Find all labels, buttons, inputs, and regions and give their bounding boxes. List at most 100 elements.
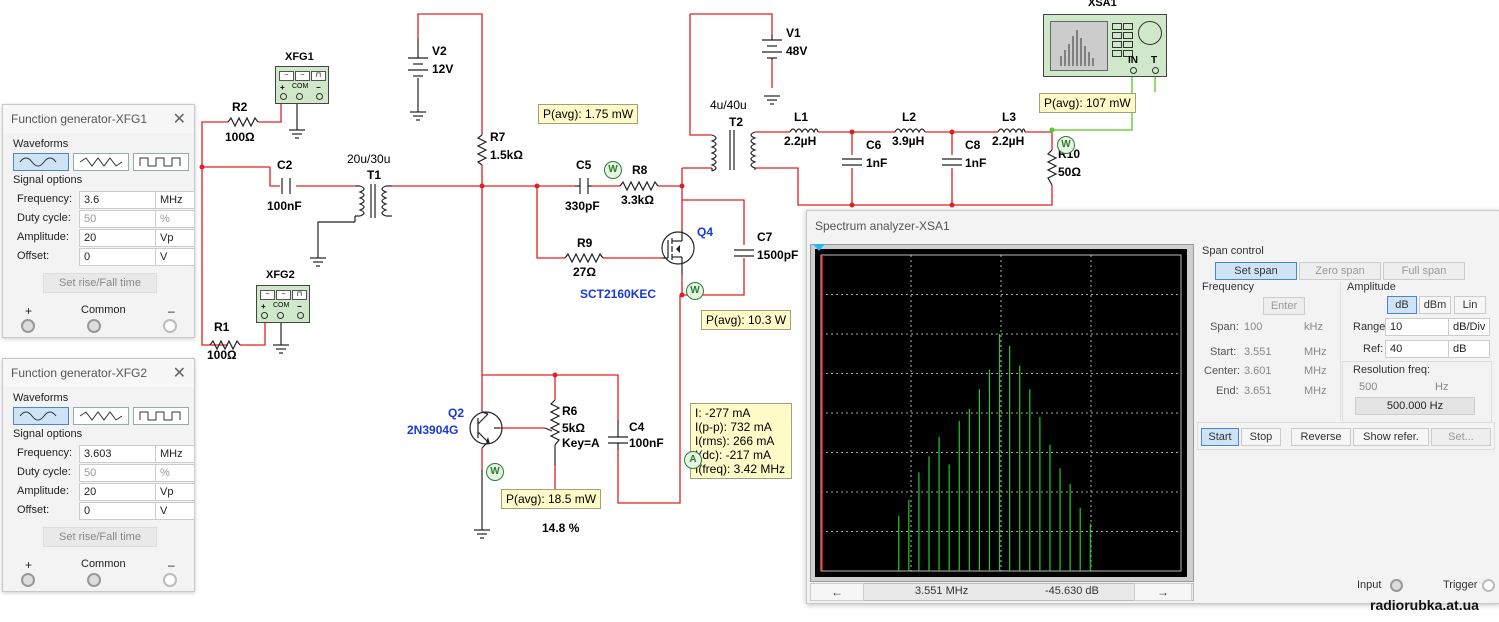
triangle-wave-button[interactable]: [73, 153, 129, 171]
full-span-button[interactable]: Full span: [1383, 262, 1465, 280]
duty-cycle-input[interactable]: 50: [79, 464, 157, 482]
plus-terminal[interactable]: [21, 319, 35, 333]
wattmeter-q2-icon[interactable]: W: [486, 463, 504, 481]
frequency-label: Frequency:: [17, 193, 73, 205]
close-icon[interactable]: ✕: [172, 111, 186, 128]
end-value[interactable]: 3.651: [1244, 385, 1272, 397]
c7-label: C7: [757, 230, 773, 244]
r8-label: R8: [632, 163, 648, 177]
xfg2-wave-icons: ~ ~ ⊓: [260, 290, 307, 300]
trigger-terminal[interactable]: [1482, 579, 1495, 592]
wattmeter-q4-icon[interactable]: W: [686, 282, 704, 300]
range-input[interactable]: 10: [1385, 318, 1449, 336]
set-rise-fall-button[interactable]: Set rise/Fall time: [43, 273, 157, 293]
xfg2-instrument[interactable]: ~ ~ ⊓ + COM −: [256, 285, 310, 323]
range-unit[interactable]: dB/Div: [1448, 318, 1490, 336]
amplitude-input[interactable]: 20: [79, 229, 157, 247]
cursor-amplitude-readout: -45.630 dB: [1045, 585, 1099, 597]
input-terminal[interactable]: [1390, 579, 1403, 592]
resolution-value[interactable]: 500: [1359, 381, 1378, 393]
q4-part: SCT2160KEC: [580, 287, 657, 301]
probe-xsa-power[interactable]: P(avg): 107 mW: [1039, 93, 1136, 113]
function-generator-xfg1-window[interactable]: Function generator-XFG1 ✕ Waveforms Sign…: [2, 104, 195, 338]
offset-input[interactable]: 0: [79, 248, 157, 266]
cursor-left-button[interactable]: ←: [810, 583, 864, 601]
minus-terminal[interactable]: [163, 573, 177, 587]
frequency-input[interactable]: 3.603: [79, 445, 157, 463]
common-terminal[interactable]: [87, 319, 101, 333]
offset-input[interactable]: 0: [79, 502, 157, 520]
frequency-unit[interactable]: MHz: [155, 445, 195, 463]
signal-options-label: Signal options: [13, 174, 83, 186]
dbm-button[interactable]: dBm: [1419, 296, 1451, 314]
frequency-unit[interactable]: MHz: [155, 191, 195, 209]
xsa1-label: XSA1: [1088, 0, 1117, 9]
enter-button[interactable]: Enter: [1263, 297, 1305, 315]
waveforms-label: Waveforms: [13, 392, 69, 404]
frequency-input[interactable]: 3.6: [79, 191, 157, 209]
c6-value: 1nF: [866, 156, 888, 170]
reverse-button[interactable]: Reverse: [1291, 428, 1351, 446]
cursor-right-button[interactable]: →: [1134, 583, 1192, 601]
amplitude-unit[interactable]: Vp: [155, 229, 195, 247]
c2-label: C2: [277, 158, 293, 172]
lin-button[interactable]: Lin: [1454, 296, 1486, 314]
span-label: Span:: [1210, 321, 1239, 333]
function-generator-xfg2-window[interactable]: Function generator-XFG2 ✕ Waveforms Sign…: [2, 358, 195, 592]
plus-terminal[interactable]: [21, 573, 35, 587]
l3-label: L3: [1002, 110, 1017, 124]
span-value[interactable]: 100: [1244, 321, 1263, 333]
resistor-r2-symbol: [227, 116, 259, 128]
amplitude-label: Amplitude: [1347, 281, 1396, 293]
amplitude-label: Amplitude:: [17, 231, 69, 243]
span-unit: kHz: [1304, 321, 1323, 333]
square-wave-button[interactable]: [133, 407, 189, 425]
probe-q4-power[interactable]: P(avg): 10.3 W: [701, 310, 792, 330]
db-button[interactable]: dB: [1387, 296, 1417, 314]
c7-value: 1500pF: [757, 248, 799, 262]
ref-unit[interactable]: dB: [1448, 340, 1490, 358]
triangle-wave-button[interactable]: [73, 407, 129, 425]
spectrum-analyzer-window[interactable]: Spectrum analyzer-XSA1 ← 3.551 MHz -45.6…: [806, 210, 1499, 604]
r7-value: 1.5kΩ: [490, 148, 523, 162]
close-icon[interactable]: ✕: [172, 365, 186, 382]
probe-current-line: I(dc): -217 mA: [695, 448, 772, 462]
offset-unit[interactable]: V: [155, 248, 195, 266]
amplitude-input[interactable]: 20: [79, 483, 157, 501]
probe-q2-power[interactable]: P(avg): 18.5 mW: [501, 489, 602, 509]
l3-value: 2.2µH: [992, 134, 1025, 148]
marker-triangle-icon[interactable]: [813, 244, 825, 251]
window-title: Function generator-XFG1: [3, 105, 194, 133]
duty-cycle-input[interactable]: 50: [79, 210, 157, 228]
sine-wave-button[interactable]: [13, 153, 69, 171]
duty-cycle-label: Duty cycle:: [17, 212, 71, 224]
minus-terminal[interactable]: [163, 319, 177, 333]
show-refer-button[interactable]: Show refer.: [1353, 428, 1429, 446]
probe-c5-power[interactable]: P(avg): 1.75 mW: [538, 104, 639, 124]
square-wave-button[interactable]: [133, 153, 189, 171]
offset-label: Offset:: [17, 504, 50, 516]
set-rise-fall-button[interactable]: Set rise/Fall time: [43, 527, 157, 547]
set-span-button[interactable]: Set span: [1215, 262, 1297, 280]
start-button[interactable]: Start: [1201, 428, 1239, 446]
offset-unit[interactable]: V: [155, 502, 195, 520]
xsa1-instrument[interactable]: IN T: [1043, 14, 1167, 77]
frequency-label: Frequency: [1202, 281, 1254, 293]
center-unit: MHz: [1304, 365, 1327, 377]
span-control-label: Span control: [1202, 245, 1264, 257]
set-button[interactable]: Set...: [1431, 428, 1491, 446]
start-value[interactable]: 3.551: [1244, 346, 1272, 358]
c8-label: C8: [965, 138, 981, 152]
xfg1-instrument[interactable]: ~ ~ ⊓ + COM −: [275, 66, 329, 104]
wattmeter-c5-icon[interactable]: W: [604, 161, 622, 179]
sine-wave-button[interactable]: [13, 407, 69, 425]
ref-input[interactable]: 40: [1385, 340, 1449, 358]
ammeter-icon[interactable]: A: [684, 451, 702, 469]
common-terminal[interactable]: [87, 573, 101, 587]
center-value[interactable]: 3.601: [1244, 365, 1272, 377]
zero-span-button[interactable]: Zero span: [1299, 262, 1381, 280]
wattmeter-xsa-icon[interactable]: W: [1057, 136, 1075, 154]
probe-current[interactable]: I: -277 mA I(p-p): 732 mA I(rms): 266 mA…: [690, 403, 792, 479]
amplitude-unit[interactable]: Vp: [155, 483, 195, 501]
stop-button[interactable]: Stop: [1241, 428, 1281, 446]
